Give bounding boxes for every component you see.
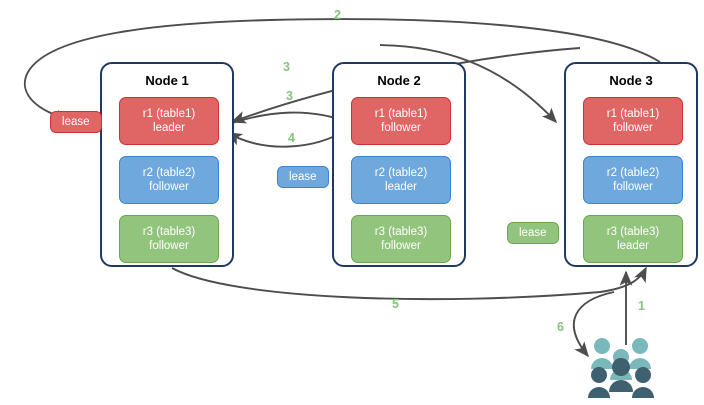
node-3[interactable]: Node 3 r1 (table1) follower r2 (table2) …	[564, 62, 698, 267]
node-2-replica-r3-role: follower	[381, 240, 421, 252]
edge-label-1: 1	[638, 299, 645, 313]
node-1-replica-r3-table: r3 (table3)	[142, 226, 196, 238]
node-1-replica-r3-role: follower	[149, 240, 189, 252]
node-2-replica-r2-table: r2 (table2)	[374, 167, 428, 179]
node-3-replica-r3-role: leader	[617, 240, 649, 252]
edge-label-5: 5	[392, 297, 399, 311]
node-1-replica-r1-role: leader	[153, 122, 185, 134]
lease-table3[interactable]: lease	[507, 222, 559, 244]
node-2-replica-r3[interactable]: r3 (table3) follower	[351, 215, 451, 263]
node-2-replica-r2-role: leader	[385, 181, 417, 193]
edge-label-3a: 3	[283, 60, 290, 74]
node-1-replica-r1[interactable]: r1 (table1) leader	[119, 97, 219, 145]
node-3-replica-r3[interactable]: r3 (table3) leader	[583, 215, 683, 263]
edge-2-right	[379, 44, 558, 124]
node-1-replica-r2-role: follower	[149, 181, 189, 193]
lease-table2[interactable]: lease	[277, 166, 329, 188]
edge-2	[23, 18, 661, 123]
edge-6	[572, 291, 615, 358]
edge-label-6: 6	[557, 320, 564, 334]
node-1-replica-r3[interactable]: r3 (table3) follower	[119, 215, 219, 263]
node-2-replica-r1[interactable]: r1 (table1) follower	[351, 97, 451, 145]
node-1-replica-r1-table: r1 (table1)	[142, 108, 196, 120]
node-3-replica-r1-role: follower	[613, 122, 653, 134]
edge-label-4: 4	[288, 131, 295, 145]
node-2-replica-r1-table: r1 (table1)	[374, 108, 428, 120]
node-1-replica-r2[interactable]: r2 (table2) follower	[119, 156, 219, 204]
edge-label-2: 2	[334, 8, 341, 22]
edge-label-3b: 3	[286, 89, 293, 103]
node-3-replica-r2[interactable]: r2 (table2) follower	[583, 156, 683, 204]
node-2-title: Node 2	[377, 73, 421, 88]
node-1[interactable]: Node 1 r1 (table1) leader r2 (table2) fo…	[100, 62, 234, 267]
node-1-title: Node 1	[145, 73, 189, 88]
node-2-replica-r3-table: r3 (table3)	[374, 226, 428, 238]
node-3-replica-r2-table: r2 (table2)	[606, 167, 660, 179]
node-1-replica-r2-table: r2 (table2)	[142, 167, 196, 179]
node-2[interactable]: Node 2 r1 (table1) follower r2 (table2) …	[332, 62, 466, 267]
node-3-replica-r1[interactable]: r1 (table1) follower	[583, 97, 683, 145]
node-3-replica-r3-table: r3 (table3)	[606, 226, 660, 238]
lease-table1[interactable]: lease	[50, 111, 102, 133]
node-2-replica-r2[interactable]: r2 (table2) leader	[351, 156, 451, 204]
users-icon-front-row	[588, 358, 654, 398]
node-2-replica-r1-role: follower	[381, 122, 421, 134]
node-3-replica-r2-role: follower	[613, 181, 653, 193]
node-3-title: Node 3	[609, 73, 653, 88]
node-3-replica-r1-table: r1 (table1)	[606, 108, 660, 120]
